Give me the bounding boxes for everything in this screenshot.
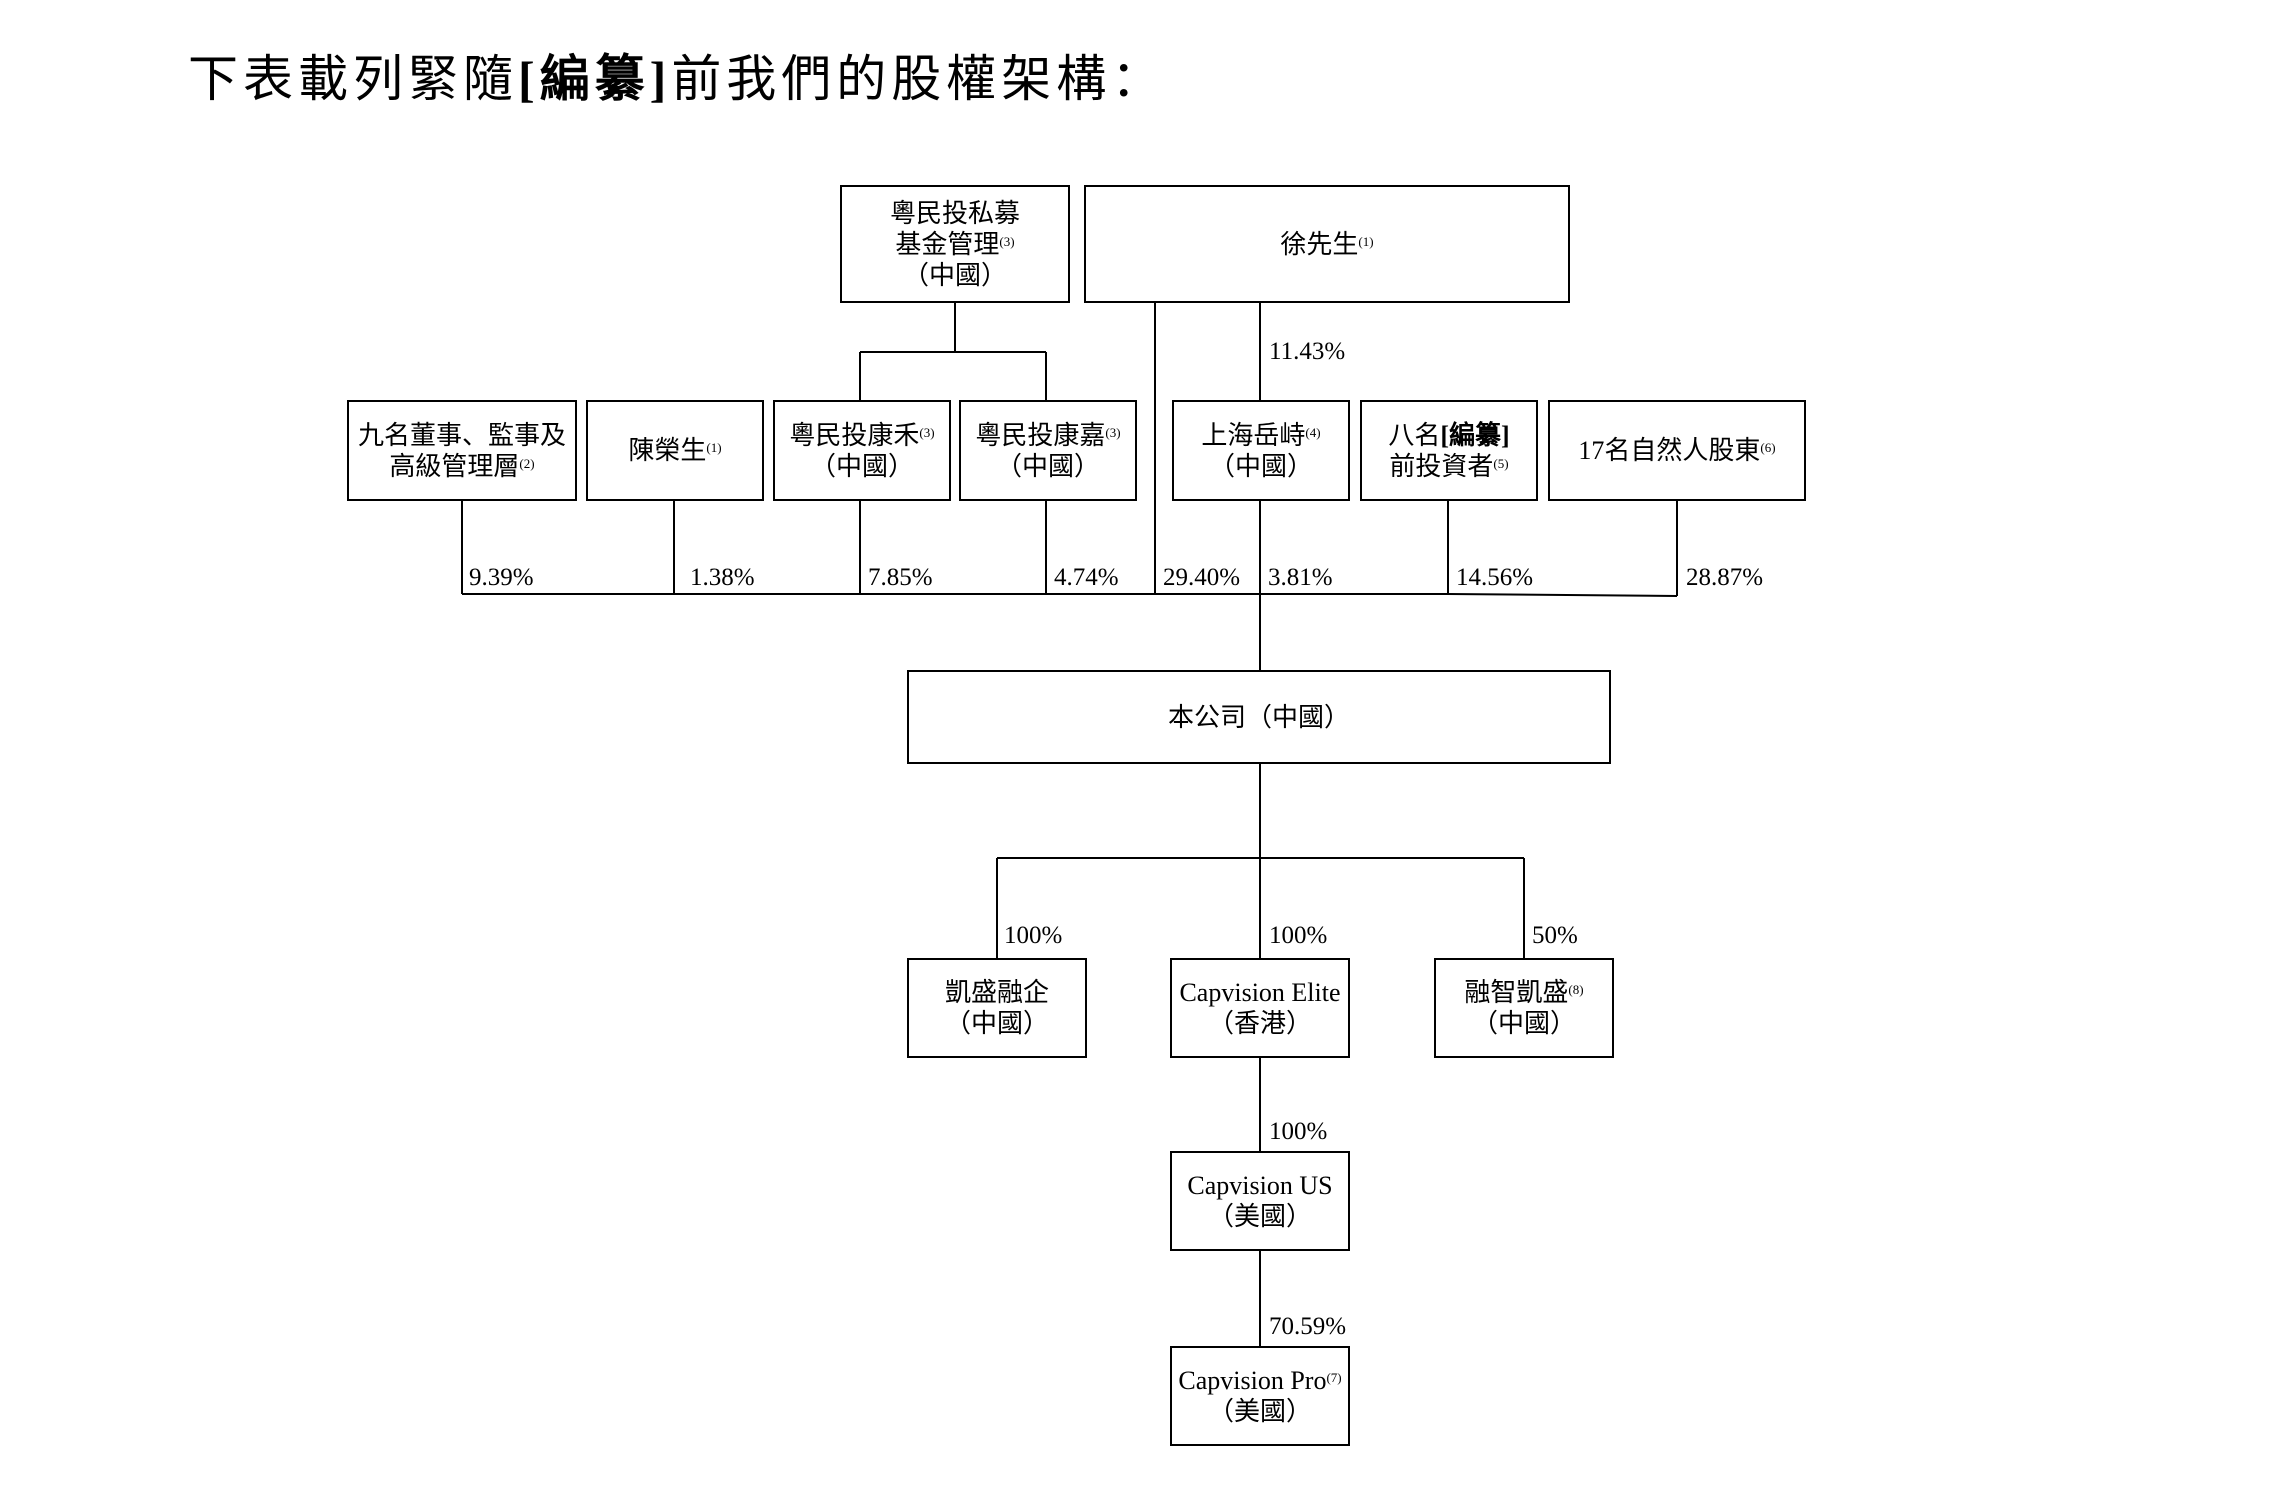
page-title: 下表載列緊隨[編纂]前我們的股權架構： [188, 46, 1166, 112]
box-directors: 九名董事、監事及 高級管理層(2) [347, 400, 577, 501]
us-line2: （美國） [1207, 1202, 1312, 1231]
mr-xu-label: 徐先生 [1280, 229, 1359, 259]
yueshi-line2: （中國） [1208, 451, 1313, 481]
title-suffix: 前我們的股權架構： [671, 51, 1167, 107]
title-bold: [編纂] [518, 51, 672, 107]
pct-natural-persons: 28.87% [1686, 564, 1764, 591]
pct-elite: 100% [1269, 922, 1328, 949]
natural-persons-note: (6) [1760, 440, 1776, 455]
fund-manager-line2: 基金管理 [895, 229, 1000, 259]
natural-persons-label: 17名自然人股東 [1578, 436, 1761, 465]
eight-investors-line1b: [編纂] [1440, 420, 1510, 450]
pct-yueshi: 3.81% [1268, 564, 1333, 591]
kangjia-line2: （中國） [995, 451, 1100, 481]
rongzhi-note: (8) [1568, 982, 1584, 997]
directors-note: (2) [519, 455, 535, 471]
fund-manager-line3: （中國） [902, 260, 1007, 290]
company-label: 本公司（中國） [1167, 702, 1350, 732]
pro-note: (7) [1326, 1370, 1342, 1385]
pct-kanghe: 7.85% [868, 564, 933, 591]
pct-pro: 70.59% [1269, 1313, 1347, 1340]
kaisheng-line1: 凱盛融企 [944, 978, 1049, 1007]
eight-investors-line1a: 八名 [1388, 420, 1441, 450]
kanghe-line1: 粵民投康禾 [789, 420, 920, 450]
elite-line1: Capvision Elite [1179, 978, 1341, 1007]
box-capvision-elite: Capvision Elite （香港） [1170, 958, 1350, 1058]
fund-manager-note: (3) [999, 233, 1015, 249]
box-company: 本公司（中國） [907, 670, 1611, 764]
rongzhi-line2: （中國） [1471, 1009, 1576, 1038]
box-mr-xu: 徐先生(1) [1084, 185, 1570, 303]
box-capvision-pro: Capvision Pro(7) （美國） [1170, 1346, 1350, 1446]
pct-kaisheng: 100% [1004, 922, 1063, 949]
box-eight-investors: 八名[編纂] 前投資者(5) [1360, 400, 1538, 501]
yueshi-line1: 上海岳峙 [1201, 420, 1306, 450]
pct-xu-to-yueshi: 11.43% [1269, 338, 1346, 365]
pct-eight-investors: 14.56% [1456, 564, 1534, 591]
box-mr-chen: 陳榮生(1) [586, 400, 764, 501]
mr-chen-label: 陳榮生 [628, 436, 707, 465]
pct-xu-direct: 29.40% [1163, 564, 1241, 591]
pro-line2: （美國） [1207, 1397, 1312, 1426]
us-line1: Capvision US [1187, 1171, 1333, 1200]
mr-xu-note: (1) [1358, 233, 1374, 249]
rongzhi-line1: 融智凱盛 [1464, 978, 1569, 1007]
mr-chen-note: (1) [706, 440, 722, 455]
box-fund-manager: 粵民投私募 基金管理(3) （中國） [840, 185, 1070, 303]
eight-investors-line2: 前投資者 [1389, 451, 1494, 481]
box-natural-persons: 17名自然人股東(6) [1548, 400, 1806, 501]
pct-us: 100% [1269, 1118, 1328, 1145]
fund-manager-line1: 粵民投私募 [889, 198, 1020, 228]
kanghe-note: (3) [919, 424, 935, 440]
directors-line1: 九名董事、監事及 [357, 420, 566, 450]
pct-kangjia: 4.74% [1054, 564, 1119, 591]
kaisheng-line2: （中國） [944, 1009, 1049, 1038]
box-rongzhi: 融智凱盛(8) （中國） [1434, 958, 1614, 1058]
yueshi-note: (4) [1305, 424, 1321, 440]
box-kaisheng: 凱盛融企 （中國） [907, 958, 1087, 1058]
kanghe-line2: （中國） [809, 451, 914, 481]
pct-directors: 9.39% [469, 564, 534, 591]
eight-investors-note: (5) [1493, 455, 1509, 471]
title-prefix: 下表載列緊隨 [188, 51, 518, 107]
kangjia-note: (3) [1105, 424, 1121, 440]
elite-line2: （香港） [1207, 1009, 1312, 1038]
pct-chen: 1.38% [690, 564, 755, 591]
box-kanghe: 粵民投康禾(3) （中國） [773, 400, 951, 501]
box-yueshi: 上海岳峙(4) （中國） [1172, 400, 1350, 501]
kangjia-line1: 粵民投康嘉 [975, 420, 1106, 450]
directors-line2: 高級管理層 [389, 451, 520, 481]
box-capvision-us: Capvision US （美國） [1170, 1151, 1350, 1251]
line-bus-right [1447, 593, 1678, 597]
pro-line1: Capvision Pro [1178, 1366, 1327, 1395]
box-kangjia: 粵民投康嘉(3) （中國） [959, 400, 1137, 501]
pct-rongzhi: 50% [1532, 922, 1578, 949]
